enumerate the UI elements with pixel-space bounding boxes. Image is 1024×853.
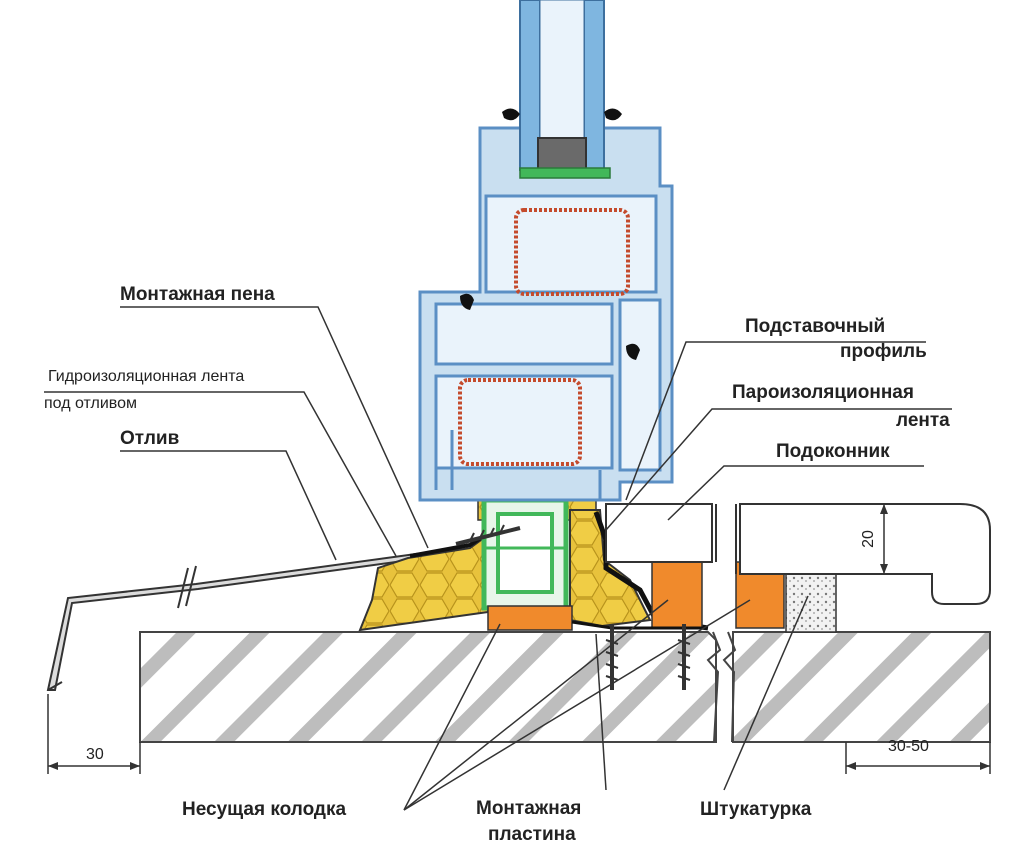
mounting-plate bbox=[571, 620, 706, 690]
label-support-profile-1: Подставочный bbox=[745, 316, 886, 337]
window-sill-board bbox=[605, 503, 991, 605]
label-vapor-tape-2: лента bbox=[896, 410, 950, 431]
dimension-sill bbox=[880, 504, 888, 574]
dimension-left-value: 30 bbox=[86, 746, 104, 763]
window-frame bbox=[418, 126, 674, 502]
label-mounting-foam: Монтажная пена bbox=[120, 284, 275, 305]
dimension-left bbox=[47, 694, 141, 774]
support-profile bbox=[481, 497, 569, 611]
steel-reinforcement bbox=[458, 208, 630, 466]
label-plaster: Штукатурка bbox=[700, 799, 812, 820]
label-waterproof-tape-1: Гидроизоляционная лента bbox=[48, 368, 245, 385]
dimension-right-value: 30-50 bbox=[888, 738, 929, 755]
label-waterproof-tape-2: под отливом bbox=[44, 395, 138, 412]
label-support-profile-2: профиль bbox=[840, 341, 927, 362]
dimension-sill-value: 20 bbox=[859, 530, 877, 548]
label-bearing-block: Несущая колодка bbox=[182, 799, 347, 820]
label-sill: Подоконник bbox=[776, 441, 890, 462]
leader-lines bbox=[44, 306, 952, 811]
dimension-right bbox=[845, 742, 991, 774]
screw-icon bbox=[455, 524, 521, 546]
wall-section bbox=[139, 631, 991, 743]
glass-unit bbox=[460, 0, 640, 360]
label-vapor-tape-1: Пароизоляционная bbox=[732, 382, 914, 403]
label-mount-plate-1: Монтажная bbox=[476, 798, 582, 819]
label-mount-plate-2: пластина bbox=[488, 824, 576, 845]
label-drip: Отлив bbox=[120, 428, 180, 449]
